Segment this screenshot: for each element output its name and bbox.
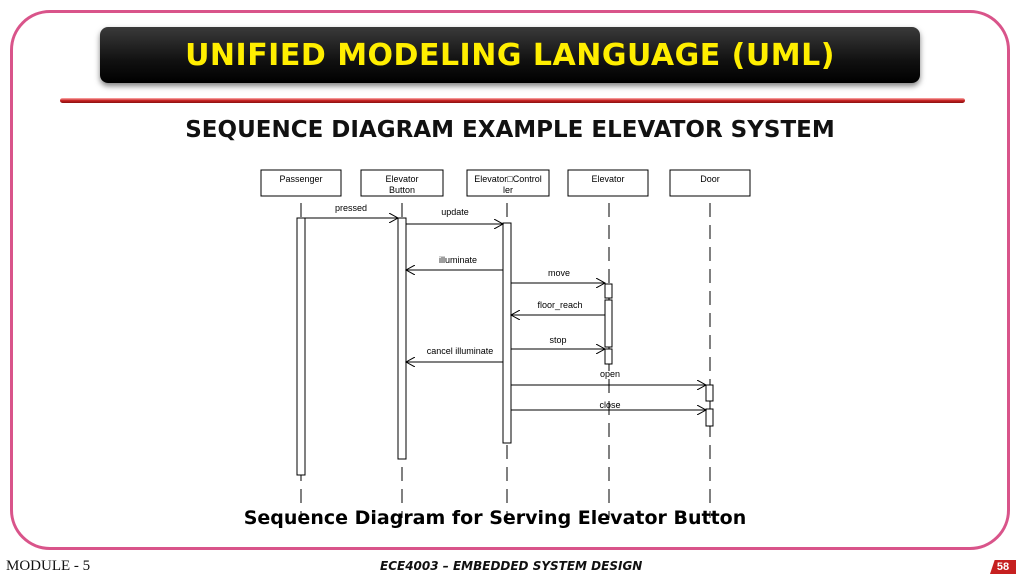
message-illuminate-label: illuminate bbox=[439, 255, 477, 265]
slide-subtitle: SEQUENCE DIAGRAM EXAMPLE ELEVATOR SYSTEM bbox=[185, 117, 835, 143]
message-update-label: update bbox=[441, 207, 469, 217]
course-label: ECE4003 – EMBEDDED SYSTEM DESIGN bbox=[380, 559, 643, 573]
participant-label: Elevator□Control bbox=[474, 174, 541, 184]
message-open-label: open bbox=[600, 369, 620, 379]
module-label: MODULE - 5 bbox=[6, 558, 91, 574]
slide-title: UNIFIED MODELING LANGUAGE (UML) bbox=[185, 37, 835, 73]
participant-label: Passenger bbox=[279, 174, 322, 184]
participant-label-line2: Button bbox=[389, 185, 415, 195]
activation-elevator-floor bbox=[604, 299, 613, 348]
activation-door-close bbox=[705, 408, 714, 427]
message-pressed-label: pressed bbox=[335, 203, 367, 213]
participant-elevator-controller: Elevator□Control ler bbox=[466, 169, 550, 197]
message-close-label: close bbox=[599, 400, 620, 410]
participant-passenger: Passenger bbox=[260, 169, 342, 197]
title-banner: UNIFIED MODELING LANGUAGE (UML) bbox=[100, 27, 920, 83]
activation-elevator-stop bbox=[604, 348, 613, 365]
participant-elevator: Elevator bbox=[567, 169, 649, 197]
page-number: 58 bbox=[990, 560, 1016, 574]
message-move-label: move bbox=[548, 268, 570, 278]
activation-elevator-move bbox=[604, 283, 613, 299]
divider-rule bbox=[60, 98, 965, 103]
activation-door-open bbox=[705, 384, 714, 402]
diagram-caption: Sequence Diagram for Serving Elevator Bu… bbox=[243, 507, 747, 529]
participant-label: Elevator bbox=[385, 174, 418, 184]
activation-elevator-controller bbox=[502, 222, 512, 444]
message-cancel-illuminate-label: cancel illuminate bbox=[427, 346, 494, 356]
participant-elevator-button: Elevator Button bbox=[360, 169, 444, 197]
participant-label: Elevator bbox=[591, 174, 624, 184]
activation-passenger bbox=[296, 217, 306, 476]
message-floor-reach-label: floor_reach bbox=[537, 300, 582, 310]
participant-door: Door bbox=[669, 169, 751, 197]
participant-label: Door bbox=[700, 174, 720, 184]
activation-elevator-button bbox=[397, 217, 407, 460]
message-stop-label: stop bbox=[549, 335, 566, 345]
participant-label-line2: ler bbox=[503, 185, 513, 195]
